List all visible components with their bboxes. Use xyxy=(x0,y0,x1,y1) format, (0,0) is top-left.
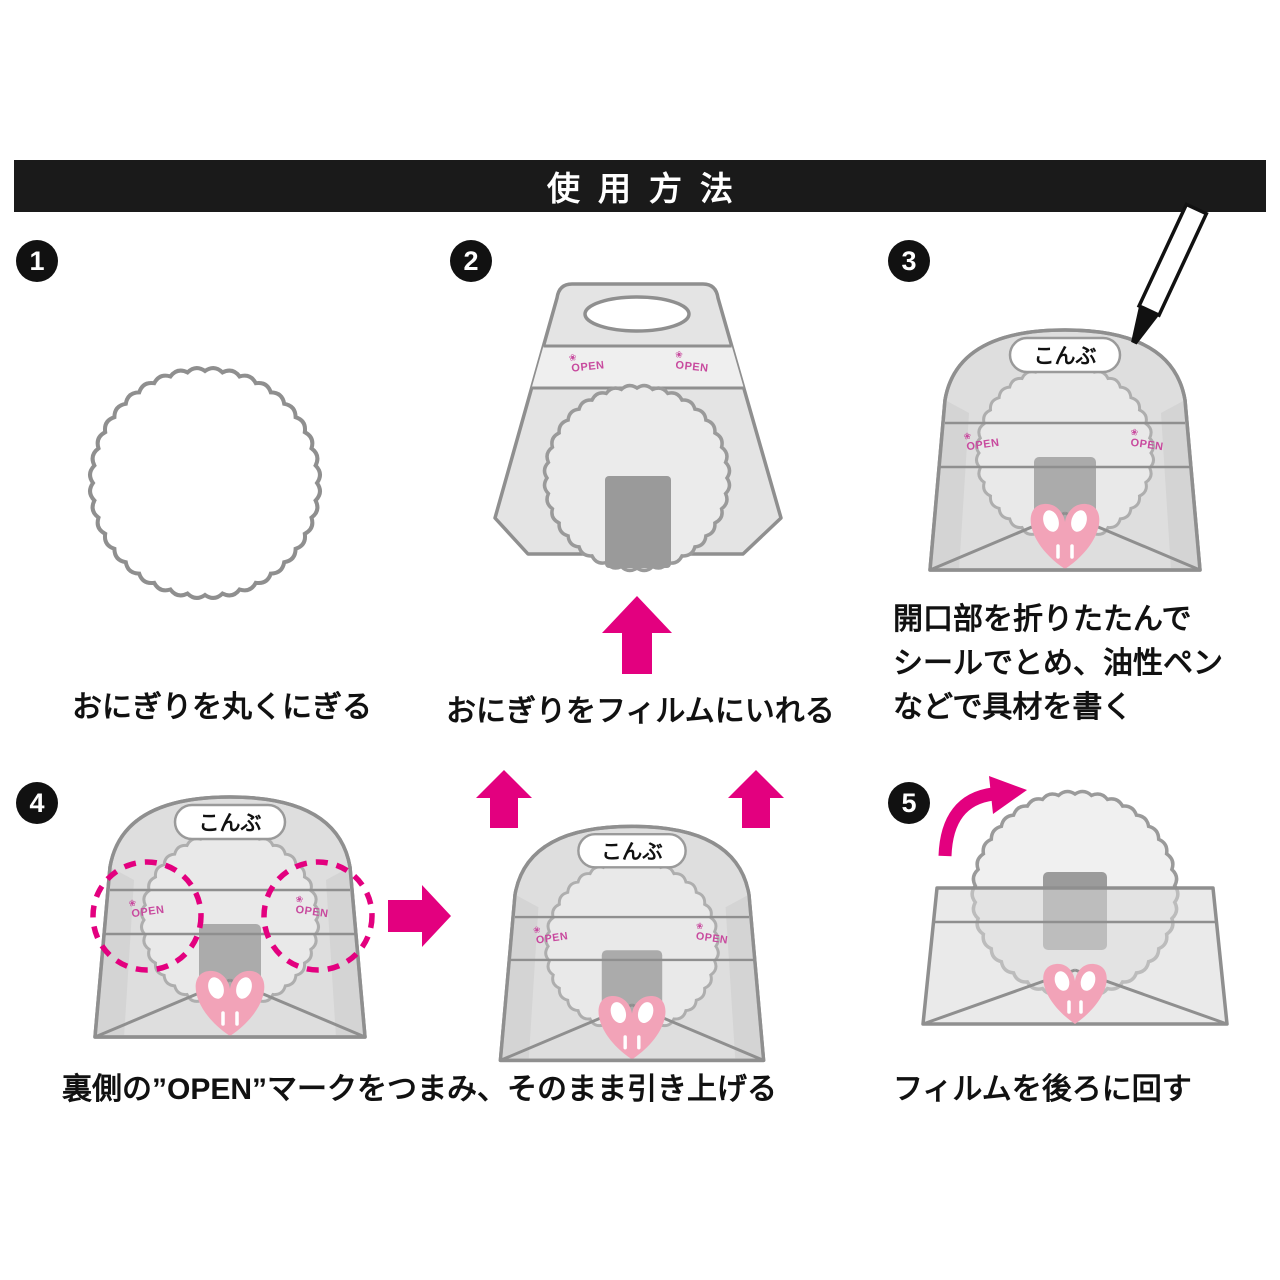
curved-arrow-icon xyxy=(938,776,1027,857)
open-tab-label: OPEN xyxy=(675,359,709,374)
step4-transition xyxy=(388,885,451,947)
right-arrow-icon xyxy=(388,885,451,947)
up-arrow-icon xyxy=(602,596,672,674)
rice-ball-icon xyxy=(88,366,322,600)
pen-body xyxy=(1136,202,1209,318)
open-tab-label: OPEN xyxy=(571,359,605,374)
up-arrow-icon xyxy=(476,770,532,828)
step5-caption: フィルムを後ろに回す xyxy=(893,1073,1192,1106)
heart-highlight xyxy=(1054,971,1070,991)
nori-strip xyxy=(605,476,671,568)
band-strip xyxy=(531,346,744,388)
arrow-head xyxy=(989,776,1027,814)
film-bag-icon: ❀ OPEN ❀ OPEN xyxy=(493,282,783,573)
step3-caption-line1: 開口部を折りたたんで xyxy=(893,603,1192,636)
step2-badge: 2 xyxy=(450,240,492,282)
step4-badge: 4 xyxy=(16,782,58,824)
wrapped-package xyxy=(928,328,1202,572)
wrapped-package xyxy=(93,795,367,1039)
step5-illustration xyxy=(921,776,1229,1026)
step2-caption: おにぎりをフィルムにいれる xyxy=(446,695,835,728)
flower-icon: ❀ xyxy=(675,349,684,360)
step3-caption-line3: などで具材を書く xyxy=(893,691,1133,724)
marker-pen-icon xyxy=(1131,202,1209,345)
film-wrap-outline xyxy=(921,886,1229,1026)
pen-tip xyxy=(1131,305,1160,345)
step4-illustration-left xyxy=(90,795,375,1039)
up-arrow-icon xyxy=(728,770,784,828)
heart-marks xyxy=(1067,1000,1083,1014)
header-bar: 使用方法 xyxy=(14,160,1266,212)
step4-illustration-right xyxy=(476,770,784,1063)
step1-badge: 1 xyxy=(16,240,58,282)
dashed-circle-highlight xyxy=(90,859,204,973)
step1-illustration xyxy=(88,366,322,600)
step5-badge: 5 xyxy=(888,782,930,824)
step3-caption-line2: シールでとめ、油性ペン xyxy=(893,647,1223,680)
open-tab: ❀ OPEN xyxy=(568,352,605,375)
arrow-shaft xyxy=(938,787,995,857)
heart-highlight xyxy=(1080,971,1096,991)
handle-slot xyxy=(583,295,691,333)
dashed-circle-highlight xyxy=(261,859,375,973)
step1-caption: おにぎりを丸くにぎる xyxy=(72,691,372,724)
step3-badge: 3 xyxy=(888,240,930,282)
step3-caption: 開口部を折りたたんで シールでとめ、油性ペン などで具材を書く xyxy=(893,598,1253,730)
step3-illustration xyxy=(928,202,1209,572)
step2-illustration: ❀ OPEN ❀ OPEN xyxy=(493,282,783,674)
step4-caption: 裏側の”OPEN”マークをつまみ、そのまま引き上げる xyxy=(62,1073,778,1106)
onigiri-film-back-icon xyxy=(921,789,1229,1026)
open-tab: ❀ OPEN xyxy=(675,349,709,374)
wrapped-package xyxy=(498,824,766,1063)
page-title: 使用方法 xyxy=(547,170,751,207)
flower-icon: ❀ xyxy=(568,352,577,363)
